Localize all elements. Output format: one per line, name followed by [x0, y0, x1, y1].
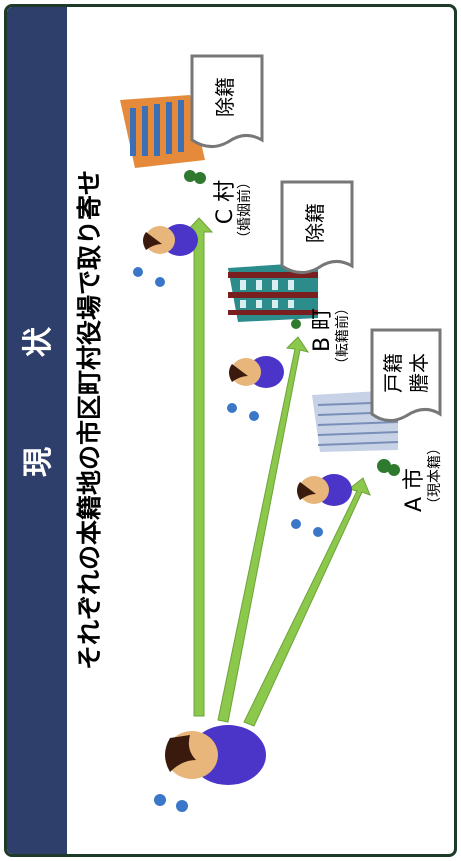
document-a-icon: [370, 328, 442, 422]
office-note-a: （現本籍）: [427, 441, 443, 511]
document-label-a-line2: 謄本: [407, 353, 431, 393]
person-b-icon: [227, 356, 284, 421]
document-label-b: 除籍: [303, 203, 327, 243]
arrow-to-c: [184, 217, 214, 717]
arrow-to-b: [217, 336, 310, 723]
sidebar: 現 状: [7, 7, 67, 854]
arrow-to-a: [243, 477, 371, 727]
document-label-a-line1: 戸籍: [381, 353, 405, 393]
headline: それぞれの本籍地の市区町村役場で取り寄せ: [75, 170, 104, 671]
person-c-icon: [133, 224, 198, 287]
document-c-icon: [190, 54, 264, 148]
person-a-icon: [291, 474, 352, 537]
document-label-c: 除籍: [213, 77, 237, 117]
document-b-icon: [280, 180, 354, 274]
office-note-c: （婚姻前）: [237, 175, 253, 245]
office-note-b: （転籍前）: [335, 301, 351, 371]
person-main-icon: [154, 725, 266, 812]
building-b-icon: [228, 262, 318, 329]
building-c-icon: [120, 95, 206, 184]
